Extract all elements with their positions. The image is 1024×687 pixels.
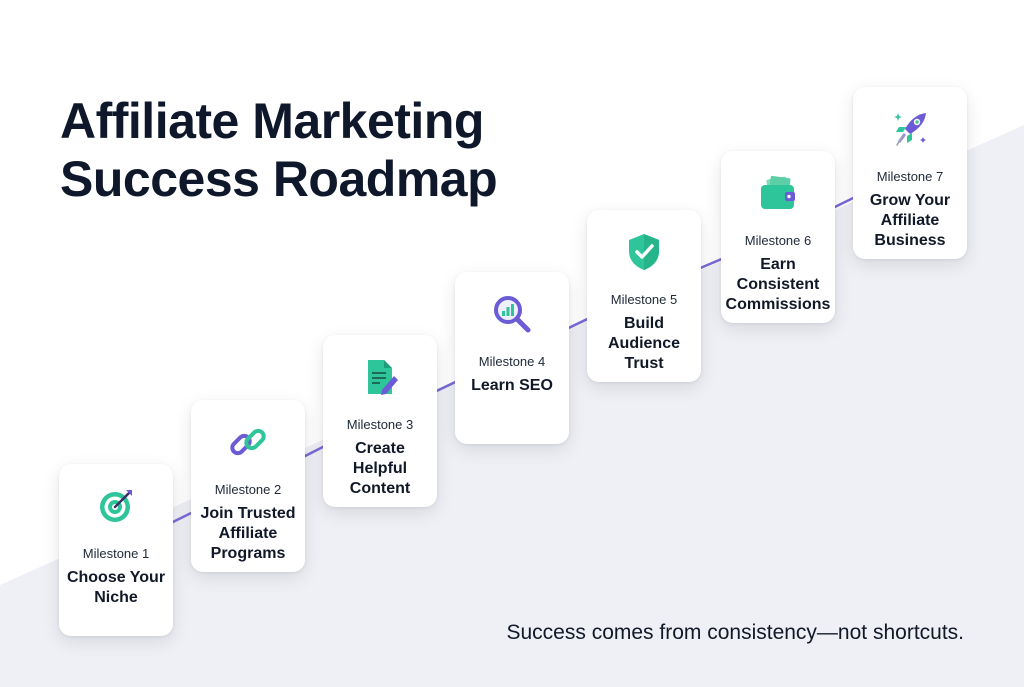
link-icon: [228, 422, 268, 462]
wallet-icon: [758, 173, 798, 213]
milestone-card-5: Milestone 5 Build Audience Trust: [587, 210, 701, 382]
milestone-card-4: Milestone 4 Learn SEO: [455, 272, 569, 444]
target-icon: [96, 486, 136, 526]
milestone-card-2: Milestone 2 Join Trusted Affiliate Progr…: [191, 400, 305, 572]
title-line-1: Affiliate Marketing: [60, 93, 484, 149]
milestone-label: Milestone 2: [214, 482, 282, 497]
milestone-label: Milestone 3: [346, 417, 414, 432]
rocket-icon: [890, 109, 930, 149]
page-title: Affiliate Marketing Success Roadmap: [60, 92, 498, 208]
milestone-name: Join Trusted Affiliate Programs: [200, 505, 296, 562]
tagline: Success comes from consistency—not short…: [506, 621, 965, 644]
milestone-name: Build Audience Trust: [607, 315, 680, 372]
milestone-card-1: Milestone 1 Choose Your Niche: [59, 464, 173, 636]
milestone-card-3: Milestone 3 Create Helpful Content: [323, 335, 437, 507]
milestone-label: Milestone 7: [876, 169, 944, 184]
milestone-card-7: Milestone 7 Grow Your Affiliate Business: [853, 87, 967, 259]
document-pen-icon: [360, 357, 400, 397]
milestone-name: Create Helpful Content: [349, 440, 411, 497]
milestone-name: Earn Consistent Commissions: [725, 256, 831, 313]
milestone-name: Learn SEO: [471, 377, 553, 394]
milestone-label: Milestone 6: [744, 233, 812, 248]
magnifier-chart-icon: [492, 294, 532, 334]
title-line-2: Success Roadmap: [60, 151, 498, 207]
milestone-card-6: Milestone 6 Earn Consistent Commissions: [721, 151, 835, 323]
milestone-label: Milestone 1: [82, 546, 150, 561]
shield-check-icon: [624, 232, 664, 272]
milestone-name: Grow Your Affiliate Business: [869, 192, 951, 249]
milestone-label: Milestone 5: [610, 292, 678, 307]
milestone-name: Choose Your Niche: [66, 569, 166, 606]
milestone-label: Milestone 4: [478, 354, 546, 369]
